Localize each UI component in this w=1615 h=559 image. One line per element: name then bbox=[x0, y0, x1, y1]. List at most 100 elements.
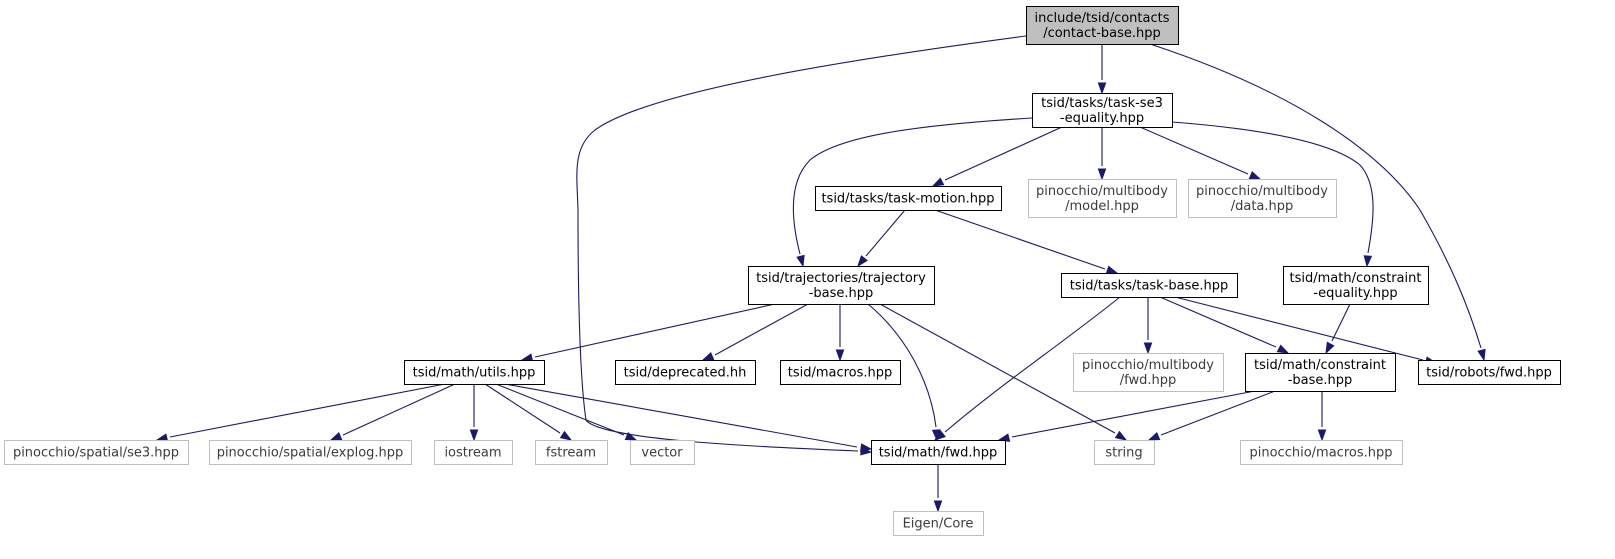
edge-line bbox=[792, 117, 1033, 255]
edge-line bbox=[484, 383, 561, 434]
edge-mutils-to-se3 bbox=[155, 383, 446, 442]
node-tmotion[interactable]: tsid/tasks/task-motion.hpp bbox=[815, 186, 1002, 211]
node-cbase[interactable]: tsid/math/constraint-base.hpp bbox=[1245, 353, 1396, 392]
node-eigen: Eigen/Core bbox=[893, 511, 984, 536]
node-traj[interactable]: tsid/trajectories/trajectory-base.hpp bbox=[748, 266, 935, 305]
arrowhead-icon bbox=[1477, 348, 1486, 362]
node-ceq[interactable]: tsid/math/constraint-equality.hpp bbox=[1283, 266, 1429, 305]
node-mutils[interactable]: tsid/math/utils.hpp bbox=[404, 360, 545, 385]
edge-tse3-to-traj bbox=[792, 117, 1033, 268]
node-box bbox=[630, 440, 695, 465]
node-explog: pinocchio/spatial/explog.hpp bbox=[209, 440, 412, 465]
arrowhead-icon bbox=[1325, 341, 1335, 355]
edge-line bbox=[495, 383, 625, 436]
node-label: /data.hpp bbox=[1231, 199, 1294, 214]
arrowhead-icon bbox=[931, 177, 945, 187]
edge-tmotion-to-tbase bbox=[934, 209, 1119, 274]
arrowhead-icon bbox=[1143, 342, 1153, 355]
node-macros[interactable]: tsid/macros.hpp bbox=[780, 360, 901, 385]
edge-tse3-to-ceq bbox=[1171, 121, 1374, 268]
node-label: fstream bbox=[546, 446, 596, 461]
edge-cbase-to-string bbox=[1147, 390, 1276, 441]
node-label: tsid/math/utils.hpp bbox=[413, 366, 536, 381]
node-label: tsid/math/constraint bbox=[1254, 358, 1386, 373]
arrowhead-icon bbox=[1317, 429, 1327, 442]
node-box bbox=[615, 360, 756, 385]
node-label: -base.hpp bbox=[809, 286, 874, 301]
node-tse3[interactable]: tsid/tasks/task-se3-equality.hpp bbox=[1032, 93, 1173, 128]
arrowhead-icon bbox=[857, 255, 868, 268]
node-string: string bbox=[1094, 440, 1155, 465]
node-root[interactable]: include/tsid/contacts/contact-base.hpp bbox=[1026, 6, 1179, 45]
edge-root-to-mfwd bbox=[576, 35, 1027, 456]
node-label: tsid/math/fwd.hpp bbox=[879, 446, 998, 461]
edge-tse3-to-pmodel bbox=[1097, 127, 1107, 181]
node-vector: vector bbox=[630, 440, 695, 465]
node-label: tsid/tasks/task-motion.hpp bbox=[821, 192, 994, 207]
edge-traj-to-string bbox=[879, 303, 1128, 441]
arrowhead-icon bbox=[860, 443, 873, 452]
arrowhead-icon bbox=[1097, 168, 1107, 181]
edges-layer bbox=[155, 35, 1486, 513]
edge-line bbox=[342, 383, 456, 436]
node-label: tsid/tasks/task-base.hpp bbox=[1070, 279, 1229, 294]
edge-traj-to-mutils bbox=[520, 303, 776, 362]
edge-line bbox=[534, 303, 776, 358]
edge-line bbox=[944, 126, 1063, 181]
node-label: tsid/deprecated.hh bbox=[624, 366, 747, 381]
node-label: iostream bbox=[444, 446, 501, 461]
node-depr[interactable]: tsid/deprecated.hh bbox=[615, 360, 756, 385]
edge-ceq-to-cbase bbox=[1325, 303, 1351, 355]
edge-line bbox=[576, 35, 1027, 452]
edge-tbase-to-mfwd bbox=[933, 296, 1121, 441]
node-box bbox=[1032, 93, 1173, 128]
node-pdata: pinocchio/multibody/data.hpp bbox=[1188, 179, 1337, 218]
node-label: tsid/tasks/task-se3 bbox=[1041, 96, 1163, 111]
node-label: vector bbox=[641, 446, 683, 461]
node-box bbox=[209, 440, 412, 465]
arrowhead-icon bbox=[624, 431, 638, 441]
node-mfwd[interactable]: tsid/math/fwd.hpp bbox=[871, 440, 1006, 465]
edge-mutils-to-explog bbox=[329, 383, 456, 441]
node-se3: pinocchio/spatial/se3.hpp bbox=[4, 440, 189, 465]
node-label: Eigen/Core bbox=[903, 517, 974, 532]
edge-line bbox=[865, 209, 906, 257]
node-label: -equality.hpp bbox=[1060, 111, 1144, 126]
edge-line bbox=[867, 303, 937, 428]
node-label: -equality.hpp bbox=[1313, 286, 1397, 301]
node-label: pinocchio/spatial/explog.hpp bbox=[217, 446, 404, 461]
node-box bbox=[815, 186, 1002, 211]
arrowhead-icon bbox=[796, 254, 805, 268]
arrowhead-icon bbox=[933, 500, 943, 513]
edge-mutils-to-vector bbox=[495, 383, 638, 441]
edge-mfwd-to-eigen bbox=[933, 464, 943, 513]
edge-root-to-rfwd bbox=[1149, 43, 1486, 362]
arrowhead-icon bbox=[469, 429, 479, 442]
edge-tbase-to-pfwd bbox=[1143, 297, 1153, 355]
edge-traj-to-macros bbox=[835, 304, 845, 362]
node-label: pinocchio/multibody bbox=[1036, 184, 1168, 199]
edge-mutils-to-mfwd bbox=[504, 383, 873, 452]
node-label: include/tsid/contacts bbox=[1034, 11, 1169, 26]
edge-root-to-tse3 bbox=[1097, 44, 1107, 95]
node-tbase[interactable]: tsid/tasks/task-base.hpp bbox=[1061, 273, 1238, 298]
arrowhead-icon bbox=[835, 349, 845, 362]
edge-line bbox=[714, 303, 809, 356]
node-box bbox=[1028, 179, 1177, 218]
edge-mutils-to-iostream bbox=[469, 384, 479, 442]
edge-line bbox=[1011, 390, 1256, 438]
edge-line bbox=[1171, 121, 1374, 254]
edge-tse3-to-tmotion bbox=[931, 126, 1063, 187]
node-box bbox=[1094, 440, 1155, 465]
edge-line bbox=[1139, 126, 1249, 175]
arrowhead-icon bbox=[559, 430, 573, 441]
node-box bbox=[1418, 360, 1561, 385]
node-label: tsid/math/constraint bbox=[1290, 271, 1422, 286]
edge-tmotion-to-traj bbox=[857, 209, 906, 268]
node-rfwd[interactable]: tsid/robots/fwd.hpp bbox=[1418, 360, 1561, 385]
edge-line bbox=[944, 296, 1121, 433]
edge-line bbox=[169, 383, 446, 438]
node-label: /contact-base.hpp bbox=[1043, 26, 1161, 41]
node-label: tsid/robots/fwd.hpp bbox=[1426, 366, 1552, 381]
arrowhead-icon bbox=[1114, 430, 1128, 441]
